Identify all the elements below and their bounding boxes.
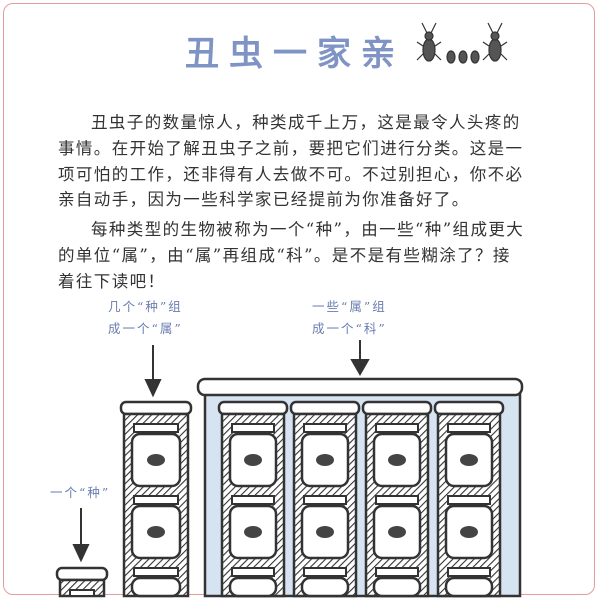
paragraph: 每种类型的生物被称为一个“种”，由一些“种”组成更大的单位“属”，由“属”再组成…	[58, 220, 525, 291]
family-label-line: 成一个“科”	[312, 321, 387, 336]
family-label: 一些“属”组 成一个“科”	[312, 296, 387, 340]
paragraph: 丑虫子的数量惊人，种类成千上万，这是最令人头疼的事情。在开始了解丑虫子之前，要把…	[58, 113, 524, 210]
body-text: 丑虫子的数量惊人，种类成千上万，这是最令人头疼的事情。在开始了解丑虫子之前，要把…	[58, 110, 528, 299]
genus-label-line: 成一个“属”	[108, 321, 183, 336]
family-label-line: 一些“属”组	[312, 299, 387, 314]
genus-label: 几个“种”组 成一个“属”	[108, 296, 183, 340]
page-title: 丑虫一家亲	[185, 34, 405, 74]
bugs-icon	[416, 22, 508, 64]
page-border	[3, 3, 595, 595]
genus-label-line: 几个“种”组	[108, 299, 183, 314]
species-label: 一个“种”	[50, 485, 111, 500]
